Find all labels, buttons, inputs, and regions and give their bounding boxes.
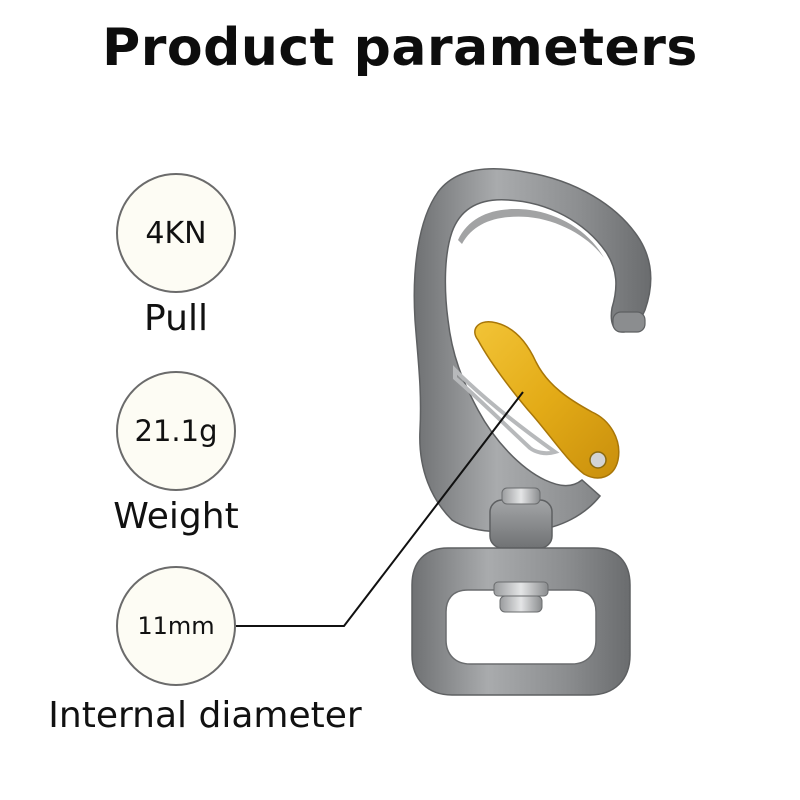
- weight-label: Weight: [113, 496, 239, 537]
- pull-label: Pull: [144, 298, 208, 339]
- weight-value-badge: 21.1g: [116, 371, 236, 491]
- swivel-eye-ring: [411, 547, 631, 696]
- gold-gate: [474, 321, 620, 479]
- carabiner-body: [413, 167, 652, 533]
- internal-diameter-label: Internal diameter: [48, 695, 362, 736]
- swivel-joint: [489, 487, 553, 549]
- weight-value: 21.1g: [134, 414, 218, 448]
- internal-diameter-value-badge: 11mm: [116, 566, 236, 686]
- pull-value-badge: 4KN: [116, 173, 236, 293]
- internal-diameter-value: 11mm: [137, 612, 215, 640]
- page-title: Product parameters: [102, 18, 698, 78]
- wire-spring: [453, 365, 560, 456]
- pull-value: 4KN: [145, 215, 207, 251]
